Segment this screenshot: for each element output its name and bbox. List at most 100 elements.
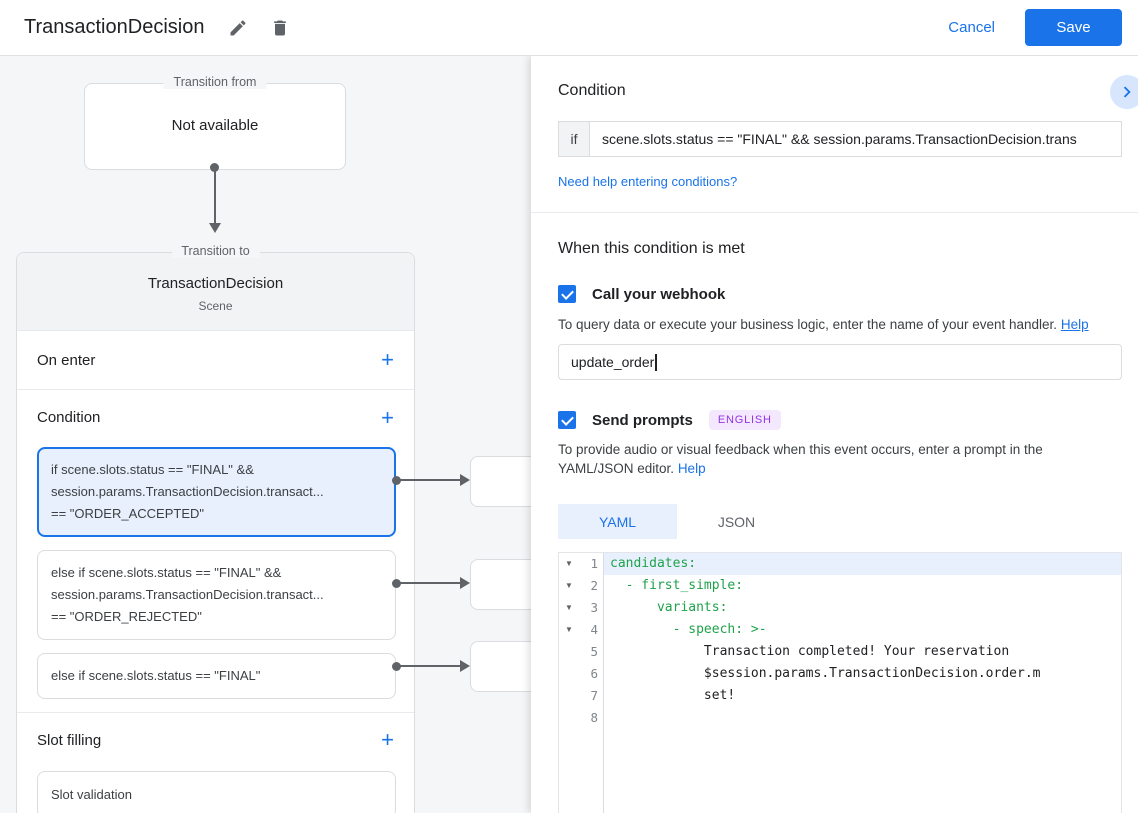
- when-met-heading: When this condition is met: [558, 240, 745, 257]
- condition-card-rejected[interactable]: else if scene.slots.status == "FINAL" &&…: [37, 550, 396, 640]
- code-text: candidates:: [604, 553, 1121, 575]
- arrow-right-icon: [460, 474, 470, 486]
- slot-filling-label: Slot filling: [37, 731, 102, 749]
- condition-text: == "ORDER_REJECTED": [51, 609, 202, 624]
- slot-filling-section: Slot filling +: [17, 713, 414, 767]
- line-number: 3: [579, 597, 604, 619]
- event-handler-value: update_order: [571, 354, 655, 370]
- collapse-panel-button[interactable]: [1110, 75, 1138, 109]
- on-enter-section: On enter +: [17, 331, 414, 389]
- event-handler-input[interactable]: update_order: [558, 344, 1122, 380]
- code-text: Transaction completed! Your reservation: [610, 644, 1010, 659]
- arrow-right-icon: [460, 577, 470, 589]
- on-enter-label: On enter: [37, 351, 96, 369]
- prompt-code-editor[interactable]: ▼ 1 candidates: ▼ 2 - first_simple: ▼ 3 …: [558, 552, 1122, 813]
- condition-card-final[interactable]: else if scene.slots.status == "FINAL": [37, 653, 396, 699]
- webhook-row: Call your webhook: [558, 285, 1122, 303]
- divider: [17, 712, 414, 713]
- fold-spacer: [559, 707, 579, 729]
- code-text: - speech: >-: [610, 622, 767, 637]
- add-slot-button[interactable]: +: [381, 727, 394, 752]
- condition-card-accepted[interactable]: if scene.slots.status == "FINAL" && sess…: [37, 447, 396, 537]
- connector-dot: [392, 662, 401, 671]
- fold-spacer: [559, 685, 579, 707]
- transition-from-node: Transition from Not available: [84, 75, 346, 170]
- slot-validation-card[interactable]: Slot validation: [37, 771, 396, 813]
- arrow-right-icon: [460, 660, 470, 672]
- text-caret: [655, 353, 657, 371]
- page-title: TransactionDecision: [24, 16, 205, 38]
- code-line: 5 Transaction completed! Your reservatio…: [559, 641, 1121, 663]
- condition-label: Condition: [37, 409, 101, 426]
- transition-from-message: Not available: [171, 117, 259, 134]
- connector-line: [399, 582, 461, 584]
- send-prompts-row: Send prompts ENGLISH: [558, 410, 1122, 430]
- condition-detail-panel: Condition if scene.slots.status == "FINA…: [531, 56, 1138, 813]
- condition-expression-input[interactable]: scene.slots.status == "FINAL" && session…: [590, 121, 1122, 157]
- fold-toggle-icon[interactable]: ▼: [565, 625, 573, 634]
- call-webhook-checkbox[interactable]: [558, 285, 576, 303]
- send-prompts-label: Send prompts: [592, 411, 693, 429]
- language-badge: ENGLISH: [708, 410, 781, 430]
- add-on-enter-button[interactable]: +: [381, 347, 394, 372]
- delete-scene-button[interactable]: [268, 16, 292, 40]
- divider: [531, 212, 1138, 213]
- line-number: 4: [579, 619, 604, 641]
- condition-text: else if scene.slots.status == "FINAL" &&: [51, 565, 282, 580]
- code-text: [604, 707, 1121, 729]
- fold-spacer: [559, 729, 579, 813]
- prompts-help-link[interactable]: Help: [677, 461, 706, 476]
- code-line: ▼ 1 candidates:: [559, 553, 1121, 575]
- trash-icon: [274, 20, 287, 35]
- conditions-help-link[interactable]: Need help entering conditions?: [558, 174, 738, 189]
- scene-type-label: Scene: [198, 299, 233, 313]
- line-number: 1: [579, 553, 604, 575]
- add-condition-button[interactable]: +: [381, 404, 394, 430]
- editor-tabs: YAML JSON: [558, 504, 1122, 539]
- tab-yaml[interactable]: YAML: [558, 504, 677, 539]
- scene-name: TransactionDecision: [147, 275, 284, 292]
- transition-to-legend: Transition to: [171, 244, 260, 258]
- connector-dot: [392, 476, 401, 485]
- code-line: 6 $session.params.TransactionDecision.or…: [559, 663, 1121, 685]
- fold-spacer: [559, 663, 579, 685]
- code-line: ▼ 2 - first_simple:: [559, 575, 1121, 597]
- tab-json[interactable]: JSON: [677, 504, 796, 539]
- chevron-right-icon: [1123, 86, 1131, 98]
- connector-line: [399, 665, 461, 667]
- fold-toggle-icon[interactable]: ▼: [565, 603, 573, 612]
- cancel-button[interactable]: Cancel: [948, 19, 995, 36]
- connector-line: [399, 479, 461, 481]
- transition-to-node: Transition to TransactionDecision Scene …: [16, 244, 415, 813]
- save-button[interactable]: Save: [1025, 9, 1122, 46]
- code-text: set!: [610, 688, 736, 703]
- condition-text: session.params.TransactionDecision.trans…: [51, 587, 324, 602]
- code-line: 8: [559, 707, 1121, 729]
- connector-line: [214, 168, 216, 224]
- code-line: ▼ 4 - speech: >-: [559, 619, 1121, 641]
- panel-heading: Condition: [558, 82, 626, 99]
- condition-expression-row: if scene.slots.status == "FINAL" && sess…: [558, 121, 1122, 157]
- line-number: 2: [579, 575, 604, 597]
- fold-toggle-icon[interactable]: ▼: [565, 581, 573, 590]
- connector-dot: [392, 579, 401, 588]
- fold-spacer: [559, 641, 579, 663]
- condition-text: == "ORDER_ACCEPTED": [51, 506, 204, 521]
- pencil-icon: [230, 19, 246, 35]
- fold-toggle-icon[interactable]: ▼: [565, 559, 573, 568]
- webhook-helper-text: To query data or execute your business l…: [558, 315, 1113, 334]
- code-text: - first_simple:: [610, 578, 744, 593]
- code-text: $session.params.TransactionDecision.orde…: [610, 666, 1041, 681]
- condition-section: Condition +: [17, 390, 414, 445]
- code-area: [604, 729, 1121, 813]
- edit-title-button[interactable]: [226, 16, 250, 40]
- editor-empty-area[interactable]: [559, 729, 1121, 813]
- send-prompts-checkbox[interactable]: [558, 411, 576, 429]
- condition-text: if scene.slots.status == "FINAL" &&: [51, 462, 254, 477]
- prompts-helper-text: To provide audio or visual feedback when…: [558, 440, 1113, 478]
- transition-from-legend: Transition from: [163, 75, 267, 89]
- webhook-help-link[interactable]: Help: [1060, 317, 1089, 332]
- gutter-filler: [579, 729, 604, 813]
- code-line: ▼ 3 variants:: [559, 597, 1121, 619]
